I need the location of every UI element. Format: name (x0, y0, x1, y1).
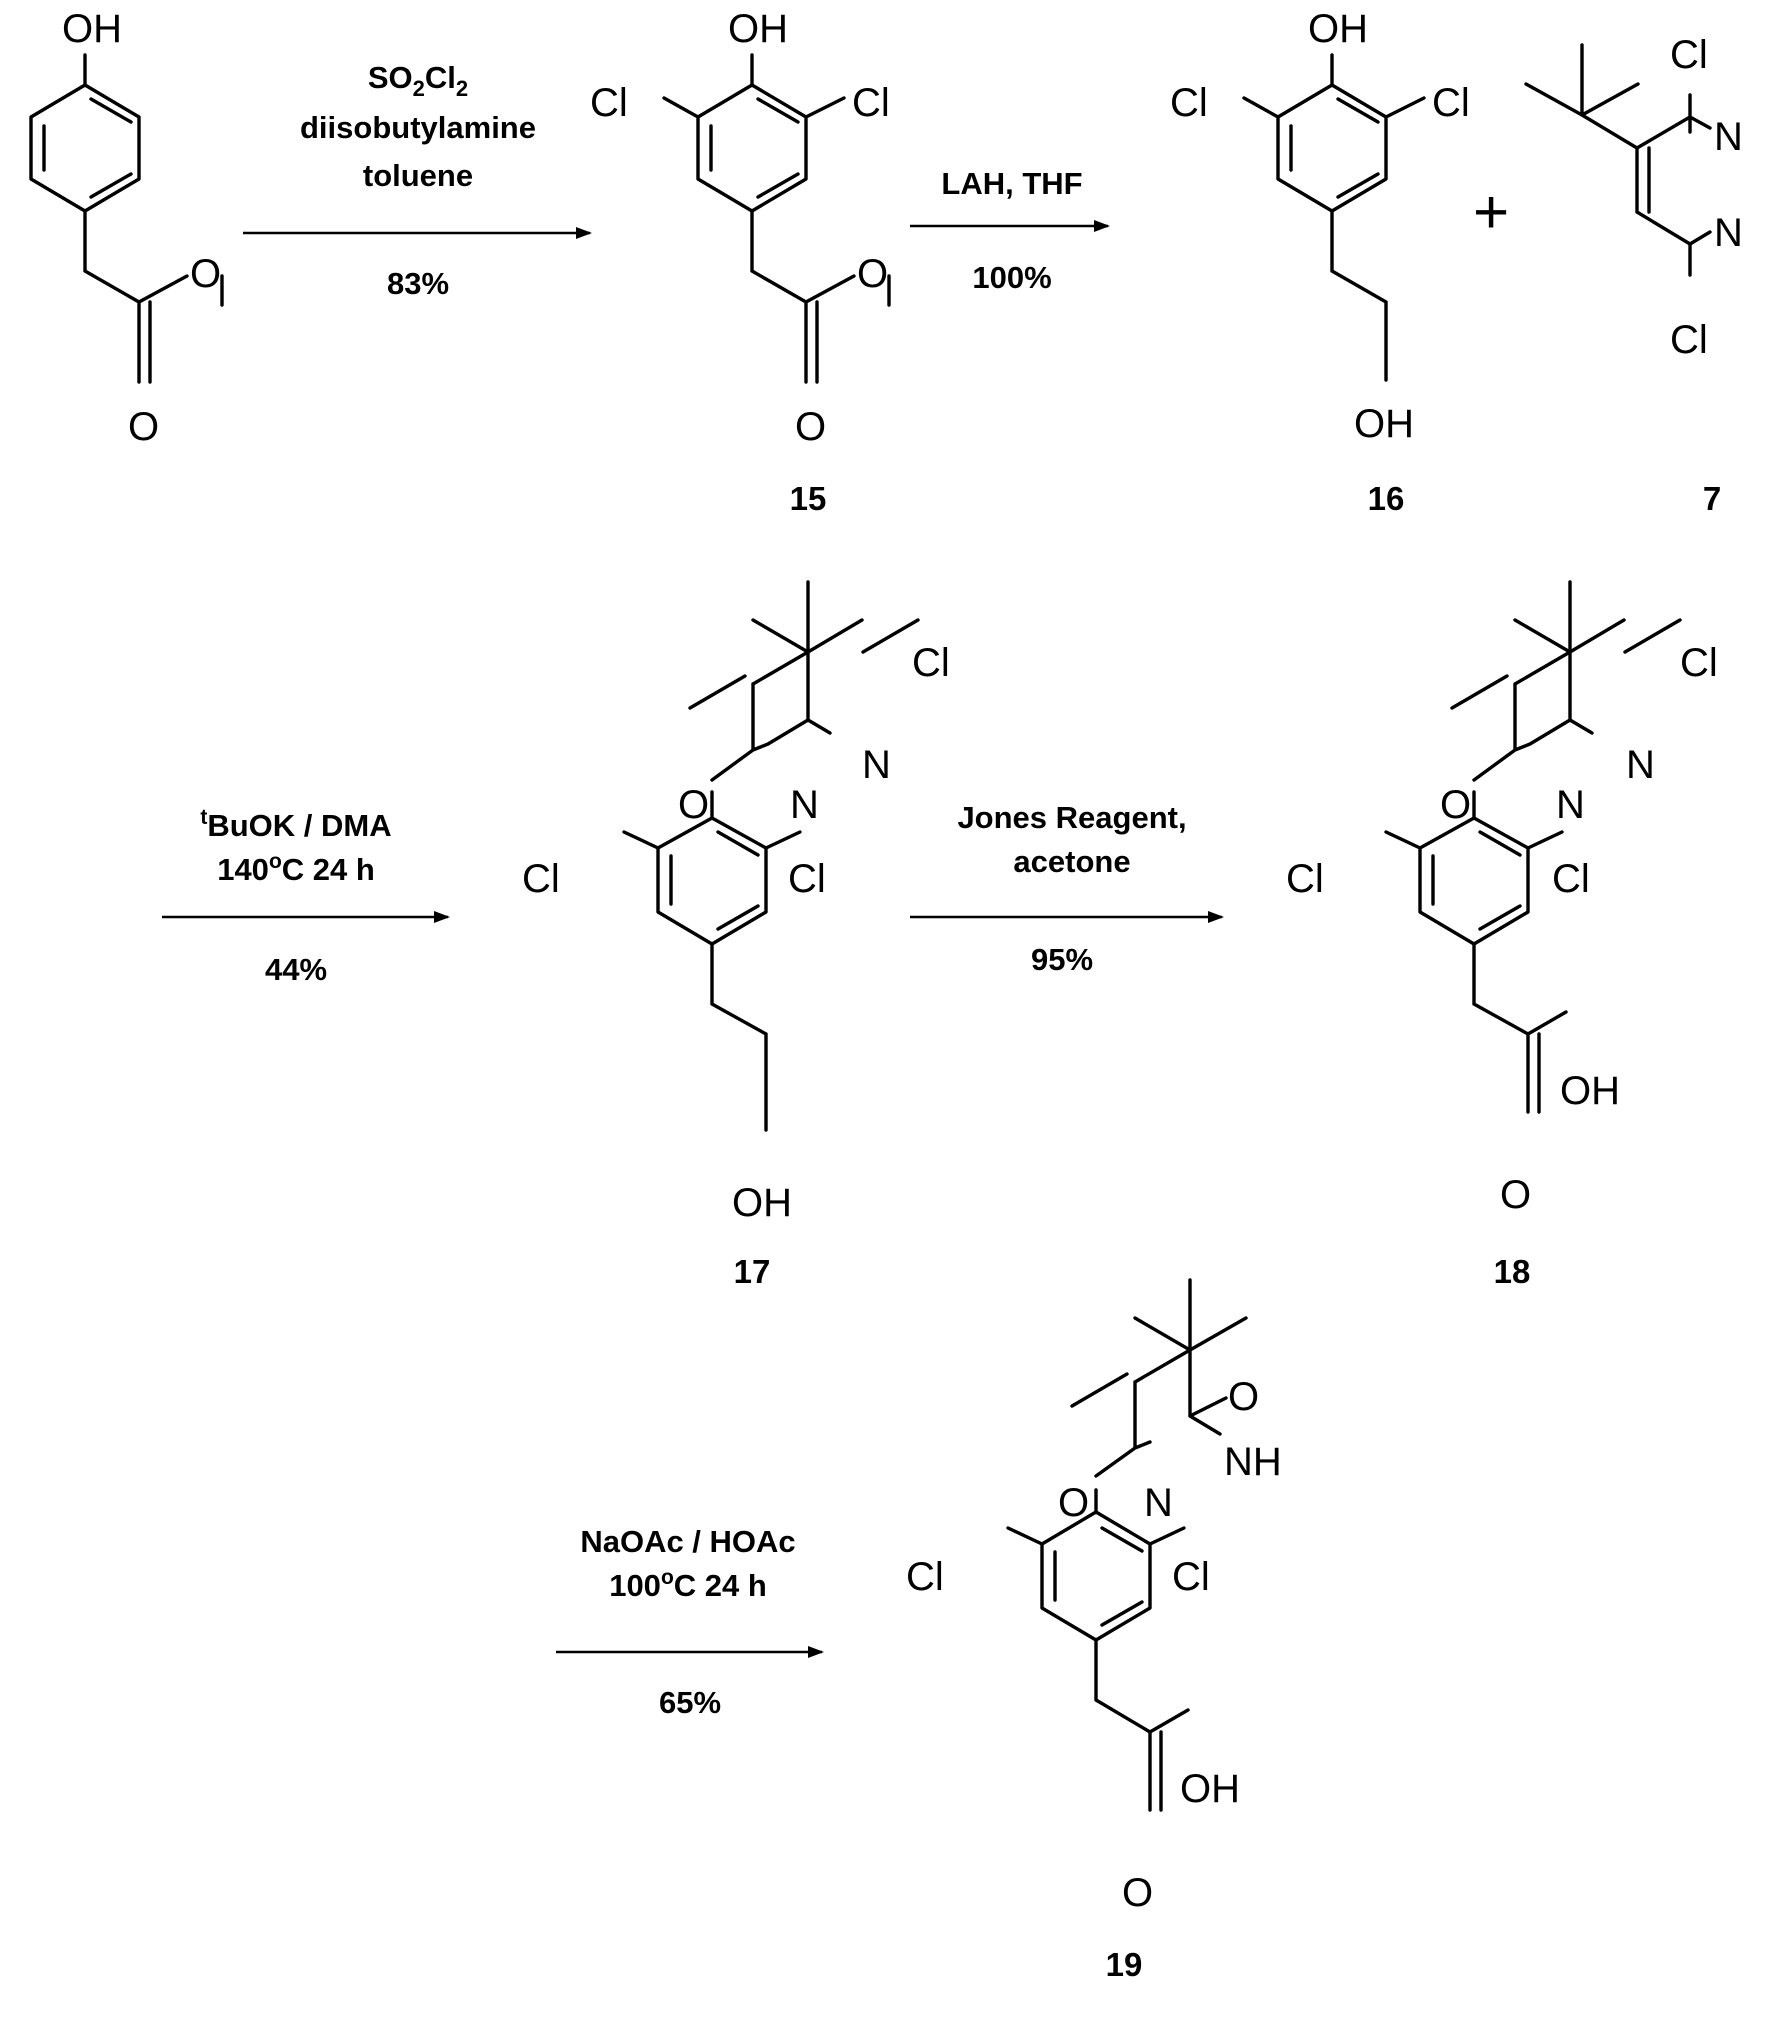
step2-yield: 100% (972, 260, 1051, 295)
c15-o-ester: O (857, 252, 888, 296)
c18-cl-pyr: Cl (1680, 641, 1718, 685)
c19-oh-acid: OH (1180, 1767, 1240, 1811)
step1-solvent: toluene (363, 158, 473, 193)
c17-n2: N (862, 743, 891, 787)
c16-label: 16 (1368, 480, 1405, 517)
c19-nh: NH (1224, 1440, 1282, 1484)
reaction-step-4: Jones Reagent, acetone 95% (910, 800, 1222, 977)
c7-n1: N (1714, 115, 1743, 159)
step2-reagents: LAH, THF (941, 166, 1082, 201)
compound-17: Cl N N O Cl Cl OH 17 (522, 582, 950, 1290)
reaction-step-3: tBuOK / DMA 140oC 24 h 44% (162, 806, 448, 987)
step1-reagent-amine: diisobutylamine (300, 110, 536, 145)
c16-cl-left: Cl (1170, 81, 1208, 125)
c16-cl-right: Cl (1432, 81, 1470, 125)
starting-material: OH O O (31, 7, 222, 449)
c19-cl-right: Cl (1172, 1555, 1210, 1599)
c15-oh: OH (728, 7, 788, 51)
c18-cl-right: Cl (1552, 857, 1590, 901)
step1-reagent-so2cl2: SO2Cl2 (368, 60, 468, 101)
c16-oh: OH (1308, 7, 1368, 51)
c19-cl-left: Cl (906, 1555, 944, 1599)
reaction-step-5: NaOAc / HOAc 100oC 24 h 65% (556, 1524, 822, 1720)
c17-oh-chain: OH (732, 1181, 792, 1225)
c19-o-keto: O (1228, 1375, 1259, 1419)
c17-cl-pyr: Cl (912, 641, 950, 685)
step4-solvent: acetone (1013, 844, 1130, 879)
c19-label: 19 (1106, 1946, 1143, 1983)
compound-7: Cl N N Cl 7 (1526, 33, 1743, 517)
step4-reagent: Jones Reagent, (957, 800, 1186, 835)
step3-yield: 44% (265, 952, 327, 987)
step5-yield: 65% (659, 1685, 721, 1720)
c18-o-carbonyl: O (1500, 1173, 1531, 1217)
c17-n1: N (790, 783, 819, 827)
c15-cl-right: Cl (852, 81, 890, 125)
compound-19: O NH N O Cl Cl OH O 19 (906, 1280, 1282, 1983)
c7-cl-top: Cl (1670, 33, 1708, 77)
c17-cl-right: Cl (788, 857, 826, 901)
step1-yield: 83% (387, 266, 449, 301)
reaction-step-2: LAH, THF 100% (910, 166, 1108, 295)
c17-cl-left: Cl (522, 857, 560, 901)
c7-label: 7 (1703, 480, 1721, 517)
plus-sign: + (1473, 178, 1509, 247)
c16-oh-chain: OH (1354, 402, 1414, 446)
reaction-step-1: SO2Cl2 diisobutylamine toluene 83% (243, 60, 590, 301)
c7-n2: N (1714, 211, 1743, 255)
c18-n2: N (1626, 743, 1655, 787)
c18-oh-acid: OH (1560, 1069, 1620, 1113)
c18-label: 18 (1494, 1253, 1531, 1290)
c18-cl-left: Cl (1286, 857, 1324, 901)
c19-o-carbonyl: O (1122, 1871, 1153, 1915)
compound-16: OH Cl Cl OH 16 (1170, 7, 1470, 517)
c18-n1: N (1556, 783, 1585, 827)
step5-conditions: 100oC 24 h (609, 1566, 767, 1603)
c18-o-ether: O (1440, 783, 1471, 827)
start-o-carbonyl: O (128, 405, 159, 449)
c7-cl-bottom: Cl (1670, 318, 1708, 362)
compound-18: Cl N N O Cl Cl OH O 18 (1286, 582, 1718, 1290)
c15-o-carbonyl: O (795, 405, 826, 449)
c15-label: 15 (790, 480, 827, 517)
start-o-ester: O (190, 252, 221, 296)
c19-n: N (1144, 1481, 1173, 1525)
step4-yield: 95% (1031, 942, 1093, 977)
c17-o-ether: O (678, 783, 709, 827)
step3-reagents: tBuOK / DMA (200, 806, 391, 843)
c19-o-ether: O (1058, 1481, 1089, 1525)
step5-reagents: NaOAc / HOAc (580, 1524, 795, 1559)
c17-label: 17 (734, 1253, 771, 1290)
start-oh: OH (62, 7, 122, 51)
c15-cl-left: Cl (590, 81, 628, 125)
step3-conditions: 140oC 24 h (217, 850, 375, 887)
compound-15: OH Cl Cl O O 15 (590, 7, 890, 517)
